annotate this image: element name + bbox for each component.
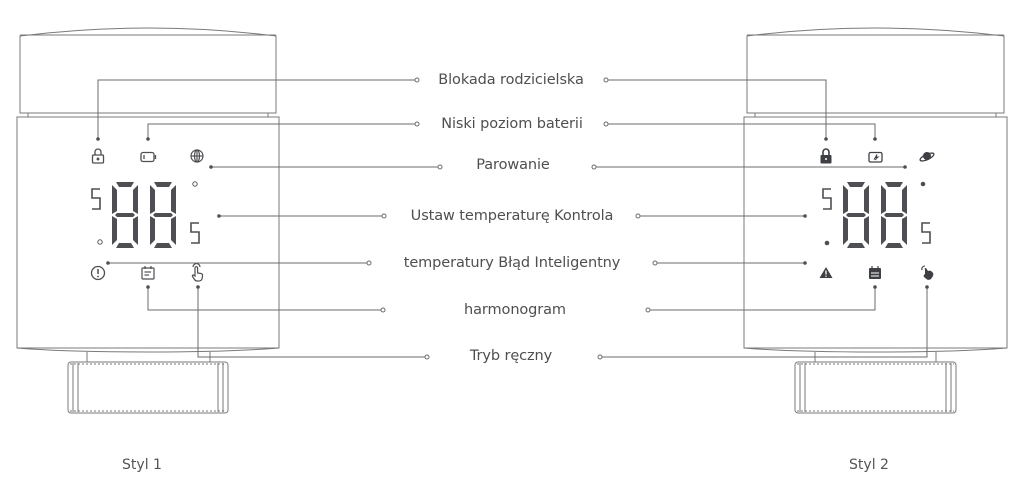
degree-dot [920,181,926,187]
device-knob [67,361,229,414]
label-temperature-error-smart: temperatury Błąd Inteligentny [403,255,621,271]
decimal-dot [824,240,830,246]
hand-tap-filled-icon [921,265,934,280]
caption-style-2: Styl 2 [849,457,889,473]
battery-low-outline-icon [140,151,157,163]
warning-triangle-icon [819,267,833,278]
label-set-temperature-control: Ustaw temperaturę Kontrola [410,208,614,224]
label-low-battery: Niski poziom baterii [441,116,583,132]
battery-charging-icon [868,151,883,163]
exclamation-circle-icon [90,265,106,281]
globe-icon [190,149,204,163]
leader-dots-right [803,137,929,289]
planet-ring-icon [919,152,935,162]
caption-style-1: Styl 1 [122,457,162,473]
leader-lines-right [596,79,928,358]
temperature-display [822,181,931,248]
leader-terminals-right [591,77,658,360]
calendar-icon [141,266,155,280]
device-body [16,116,280,353]
label-parental-lock: Blokada rodzicielska [438,72,584,88]
leader-lines-left [97,79,438,358]
calendar-filled-icon [869,266,881,279]
decimal-dot [97,239,103,245]
temperature-display [91,181,200,248]
device-cap [19,27,277,114]
label-manual-mode: Tryb ręczny [469,348,553,364]
lock-outline-icon [91,148,105,164]
device-body [743,116,1008,353]
device-cap [746,27,1005,114]
device-knob [794,361,957,414]
leader-terminals-left [366,77,443,360]
degree-dot [192,181,198,187]
leader-dots-left [96,137,221,289]
device-style-1 [16,27,280,414]
label-schedule: harmonogram [464,302,566,318]
lock-filled-icon [820,148,832,164]
device-style-2 [743,27,1008,414]
label-pairing: Parowanie [476,157,550,173]
